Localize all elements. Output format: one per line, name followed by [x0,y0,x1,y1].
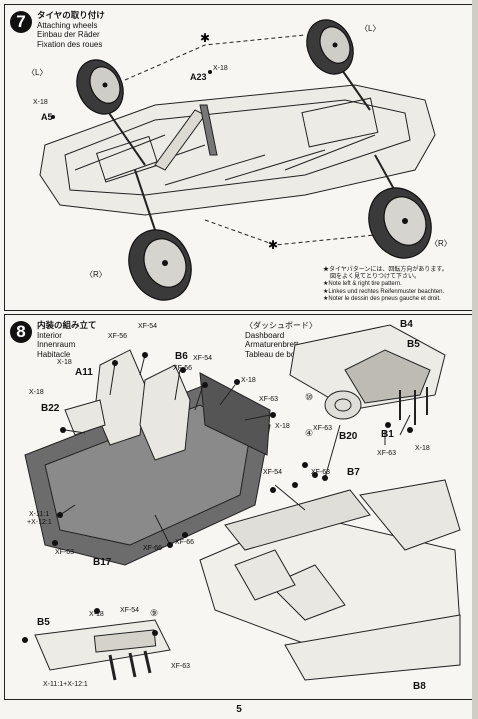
note-en: ★Note left & right tire pattern. [323,281,402,288]
dashboard-title-jp: 〈ダッシュボード〉 [245,321,317,330]
tire-pattern-notes: ★タイヤパターンには、回転方向があります。 図をよく見てとりつけて下さい。 ★N… [323,267,448,303]
step-7-title-de: Einbau der Räder [37,30,100,39]
label-xf54-c: XF-54 [263,469,283,476]
label-r-bottom: 〈R〉 [85,270,107,279]
label-x18-e: X-18 [415,445,430,452]
step-7-panel: 7 タイヤの取り付け Attaching wheels Einbau der R… [4,4,473,311]
label-b5-b: B5 [37,617,50,628]
label-xf66-a: XF-66 [143,545,163,552]
step-8-panel: 8 内装の組み立て Interior Innenraum Habitacle 〈… [4,314,473,700]
step-number-8: 8 [10,321,32,343]
page-number: 5 [236,704,242,715]
step-8-title-en: Interior [37,330,62,340]
label-b22: B22 [41,403,60,414]
dashboard-title-fr: Tableau de bord [245,349,303,359]
step-8-title-de: Innenraum [37,340,76,349]
dashboard-title-de: Armaturenbrett [245,340,299,349]
label-r-right: 〈R〉 [430,239,452,248]
note-fr: ★Noter le dessin des pneus gauche et dro… [323,295,441,302]
label-mix: X-11:1+X-12:1 [43,681,88,688]
interior-drawing [22,324,461,681]
label-x18-d: X-18 [29,389,44,396]
page-edge [472,0,478,719]
label-l-top: 〈L〉 [360,24,381,33]
label-b7: B7 [347,467,360,478]
label-b17: B17 [93,557,112,568]
step-7-title-jp: タイヤの取り付け [37,10,105,20]
label-a23: A23 [190,72,207,82]
label-xf56-b: XF-56 [173,365,193,372]
label-a5: A5 [41,112,53,122]
label-xf56-a: XF-56 [108,333,128,340]
label-a11: A11 [75,367,93,378]
step-8-title: 内装の組み立て Interior Innenraum Habitacle [37,320,97,359]
dashboard-title: 〈ダッシュボード〉 Dashboard Armaturenbrett Table… [245,321,317,359]
label-xf63-b: XF-63 [55,549,75,556]
label-part-9: ⑨ [150,608,159,618]
label-x18-b: X-18 [241,377,256,384]
label-x12-1: +X-12:1 [27,519,52,526]
step-8-title-jp: 内装の組み立て [37,320,97,330]
label-x18-c: X-18 [275,423,290,430]
label-x18-top: X-18 [213,65,228,72]
note-jp-2: 図をよく見てとりつけて下さい。 [330,274,421,281]
step-7-title: タイヤの取り付け Attaching wheels Einbau der Räd… [37,10,105,49]
note-jp-1: ★タイヤパターンには、回転方向があります。 [323,267,448,273]
label-b5-a: B5 [407,339,420,350]
note-de: ★Linkes und rechtes Reifenmuster beachte… [323,288,445,295]
label-x18-f: X-18 [89,611,104,618]
label-b4: B4 [400,319,413,330]
label-b6: B6 [175,351,188,362]
dashboard-title-en: Dashboard [245,330,285,340]
label-xf63-d: XF-63 [377,450,397,457]
label-x18-left: X-18 [33,99,48,106]
label-xf63-f: XF-63 [171,663,191,670]
svg-text:✱: ✱ [268,238,278,252]
label-x18-a: X-18 [57,359,72,366]
label-b20: B20 [339,431,358,442]
svg-text:✱: ✱ [200,31,210,45]
step-8-title-fr: Habitacle [37,349,71,359]
label-b1: B1 [381,429,394,440]
label-xf54-b: XF-54 [193,355,213,362]
label-xf54-d: XF-54 [120,607,140,614]
step-number-7: 7 [10,11,32,33]
label-xf63-c: XF-63 [313,425,333,432]
step-7-title-fr: Fixation des roues [37,39,103,49]
label-xf54-a: XF-54 [138,323,158,330]
chassis-drawing: ✱ ✱ [39,19,436,301]
label-part-4: ④ [305,428,314,438]
label-xf66-b: XF-66 [175,539,195,546]
label-b8: B8 [413,681,426,692]
label-x11-1: X-11:1 [29,511,50,518]
step-7-title-en: Attaching wheels [37,20,98,30]
label-part-10: ⑩ [305,392,314,402]
label-xf63-e: XF-63 [311,469,331,476]
label-xf63-a: XF-63 [259,396,279,403]
label-l-left: 〈L〉 [27,68,48,77]
